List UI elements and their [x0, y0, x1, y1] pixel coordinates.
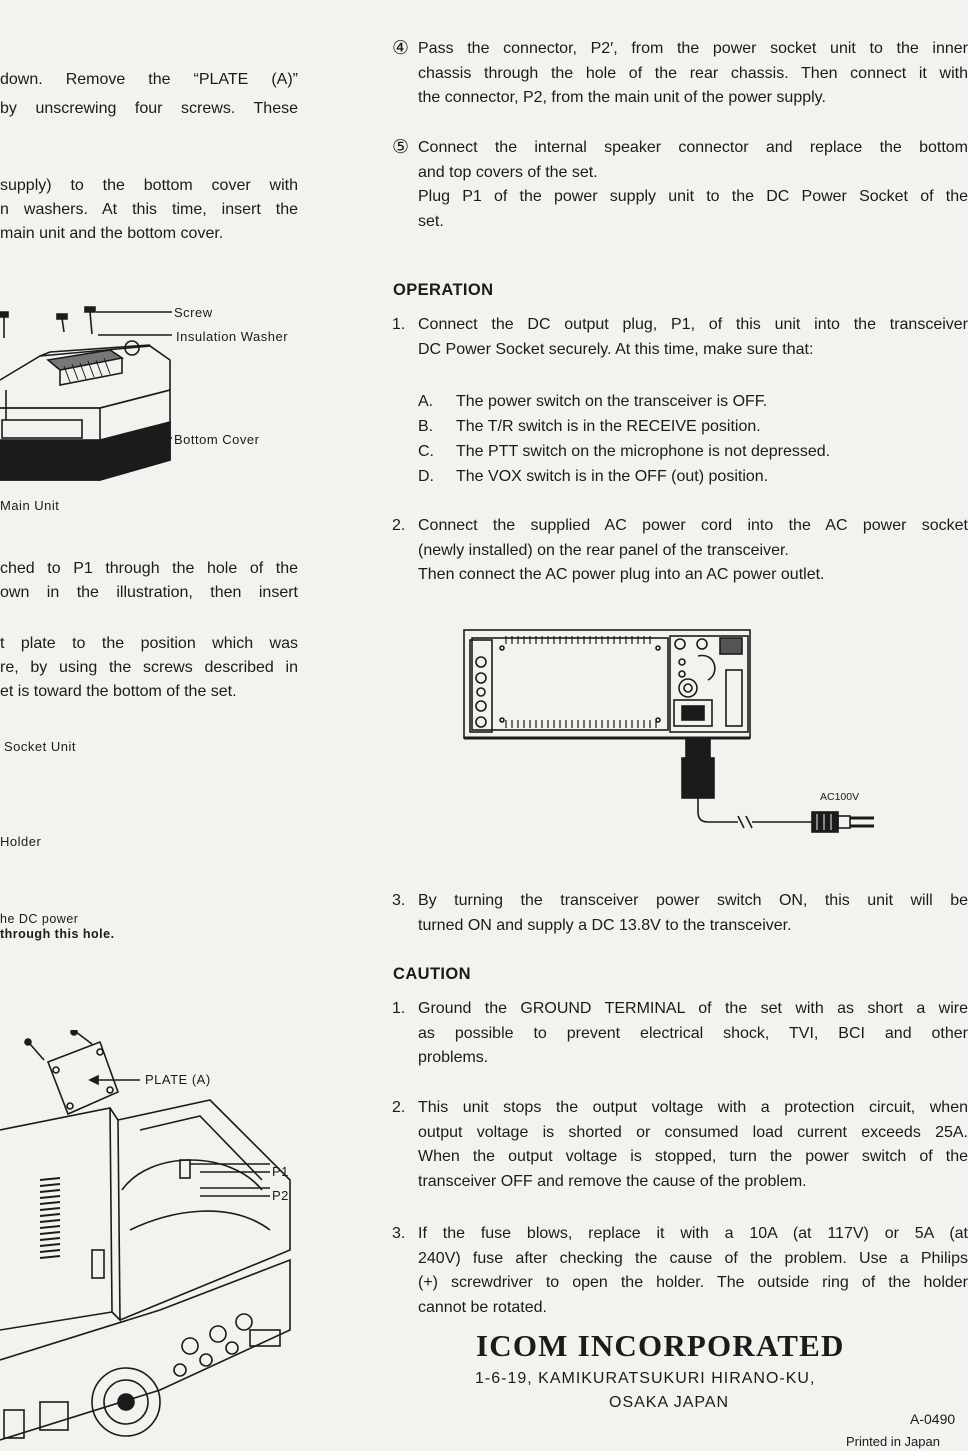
- left-text-line: ched to P1 through the hole of the: [0, 560, 298, 577]
- caution-item-2-number: 2.: [392, 1099, 406, 1116]
- operation-item-2-line: Then connect the AC power plug into an A…: [418, 566, 825, 583]
- figure-label-plate-a: PLATE (A): [145, 1072, 211, 1087]
- check-item: A.The power switch on the transceiver is…: [418, 393, 768, 410]
- printed-in-japan: Printed in Japan: [846, 1434, 940, 1449]
- operation-checklist: A.The power switch on the transceiver is…: [418, 389, 830, 489]
- screw-icon: [84, 306, 96, 335]
- transceiver-plate-illustration: [0, 1030, 291, 1441]
- left-text-line: main unit and the bottom cover.: [0, 225, 224, 242]
- caution-heading: CAUTION: [393, 965, 471, 983]
- operation-item-3-line: turned ON and supply a DC 13.8V to the t…: [418, 916, 792, 934]
- check-item: B.The T/R switch is in the RECEIVE posit…: [418, 418, 761, 435]
- check-item: D.The VOX switch is in the OFF (out) pos…: [418, 468, 769, 485]
- screw-icon: [24, 1038, 45, 1061]
- left-text-line: supply) to the bottom cover with: [0, 177, 298, 194]
- company-address-line-2: OSAKA JAPAN: [609, 1394, 730, 1411]
- screw-icon: [0, 311, 9, 338]
- figure-label-screw: Screw: [174, 305, 213, 320]
- caution-item-1-line: as possible to prevent electrical shock,…: [418, 1024, 968, 1042]
- step-5-line: set.: [418, 212, 444, 230]
- caution-item-3-line: If the fuse blows, replace it with a 10A…: [418, 1225, 968, 1242]
- caution-item-3-line: 240V) fuse after checking the cause of t…: [418, 1249, 968, 1267]
- caution-item-1-line: Ground the GROUND TERMINAL of the set wi…: [418, 1000, 968, 1017]
- caution-item-2-line: output voltage is shorted or consumed lo…: [418, 1123, 968, 1141]
- step-4-line: the connector, P2, from the main unit of…: [418, 89, 826, 106]
- left-text-line: n washers. At this time, insert the: [0, 201, 298, 218]
- left-text-line: re, by using the screws described in: [0, 659, 298, 676]
- check-item: C.The PTT switch on the microphone is no…: [418, 443, 831, 460]
- figure-label-socket-unit: Socket Unit: [4, 739, 76, 754]
- screw-icon: [70, 1030, 93, 1045]
- operation-item-2-line: Connect the supplied AC power cord into …: [418, 517, 968, 534]
- step-5-line: Connect the internal speaker connector a…: [418, 139, 968, 156]
- operation-item-1: 1. Connect the DC output plug, P1, of th…: [392, 313, 968, 362]
- operation-heading: OPERATION: [393, 281, 494, 299]
- step-5-line: and top covers of the set.: [418, 163, 598, 181]
- operation-item-2-line: (newly installed) on the rear panel of t…: [418, 541, 789, 559]
- caution-item-3: 3. If the fuse blows, replace it with a …: [392, 1222, 968, 1320]
- figure-label-p2: P2: [272, 1188, 289, 1203]
- figure-label-insulation-washer: Insulation Washer: [176, 329, 289, 344]
- operation-item-3-number: 3.: [392, 892, 406, 909]
- operation-item-3-line: By turning the transceiver power switch …: [418, 892, 968, 909]
- step-5: ⑤ Connect the internal speaker connector…: [392, 136, 968, 234]
- left-text-line: et is toward the bottom of the set.: [0, 683, 237, 700]
- caution-item-2-line: This unit stops the output voltage with …: [418, 1099, 968, 1116]
- ac100v-label: AC100V: [820, 791, 860, 803]
- left-text-line: down. Remove the “PLATE (A)”: [0, 71, 298, 88]
- step-4-line: Pass the connector, P2′, from the power …: [418, 40, 968, 57]
- step-4-number: ④: [392, 38, 410, 59]
- caution-item-3-number: 3.: [392, 1225, 406, 1242]
- caution-item-1: 1. Ground the GROUND TERMINAL of the set…: [392, 997, 968, 1071]
- p1-p2-leader-lines: [200, 1171, 270, 1197]
- caution-item-2: 2. This unit stops the output voltage wi…: [392, 1096, 968, 1194]
- caution-item-2-line: transceiver OFF and remove the cause of …: [418, 1172, 807, 1190]
- rear-panel-ac-cord-illustration: [463, 629, 874, 833]
- step-5-line: Plug P1 of the power supply unit to the …: [418, 188, 968, 205]
- caution-item-2-line: When the output voltage is stopped, turn…: [418, 1148, 968, 1165]
- left-text-line: own in the illustration, then insert: [0, 584, 298, 601]
- operation-item-1-line: DC Power Socket securely. At this time, …: [418, 340, 814, 358]
- company-address-line-1: 1-6-19, KAMIKURATSUKURI HIRANO-KU,: [475, 1370, 816, 1387]
- left-text-line: by unscrewing four screws. These: [0, 100, 298, 117]
- operation-item-1-line: Connect the DC output plug, P1, of this …: [418, 316, 968, 333]
- caution-item-1-number: 1.: [392, 1000, 406, 1017]
- figure-label-dc-power: he DC power: [0, 912, 79, 926]
- operation-item-1-number: 1.: [392, 316, 406, 333]
- figure-label-main-unit: Main Unit: [0, 498, 60, 513]
- step-4-line: chassis through the hole of the rear cha…: [418, 64, 968, 82]
- figure-label-holder: Holder: [0, 834, 42, 849]
- operation-item-2-number: 2.: [392, 517, 406, 534]
- left-text-line: t plate to the position which was: [0, 635, 298, 652]
- caution-item-3-line: cannot be rotated.: [418, 1298, 547, 1316]
- step-4: ④ Pass the connector, P2′, from the powe…: [392, 37, 968, 111]
- screw-icon: [56, 313, 68, 333]
- figure-label-dc-power-hole: through this hole.: [0, 927, 115, 941]
- company-name: ICOM INCORPORATED: [476, 1328, 845, 1363]
- bottom-cover-illustration: [0, 306, 172, 482]
- figure-label-bottom-cover: Bottom Cover: [174, 432, 260, 447]
- operation-item-3: 3. By turning the transceiver power swit…: [392, 889, 968, 938]
- operation-item-2: 2. Connect the supplied AC power cord in…: [392, 514, 968, 588]
- caution-item-1-line: problems.: [418, 1049, 489, 1066]
- document-code: A-0490: [910, 1411, 956, 1427]
- step-5-number: ⑤: [392, 137, 410, 158]
- figure-label-p1: P1: [272, 1164, 289, 1179]
- caution-item-3-line: (+) screwdriver to open the holder. The …: [418, 1274, 968, 1291]
